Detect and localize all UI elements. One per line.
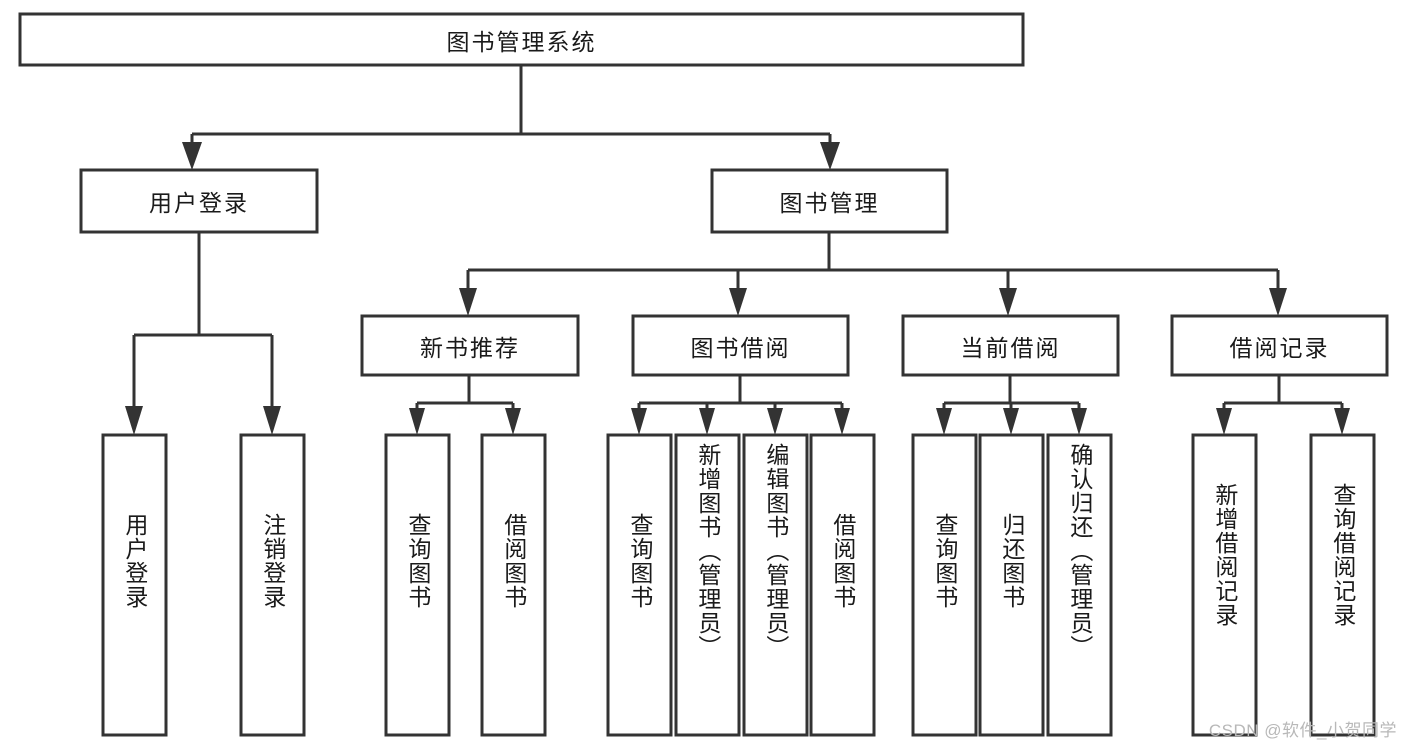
arrow-head-leaf-query-book-1 <box>409 408 425 435</box>
arrow-head-leaf-add-book <box>699 408 715 435</box>
node-box-leaf-query-book-2[interactable] <box>606 433 673 737</box>
connectors-layer <box>125 65 1350 435</box>
arrow-head-book-manage <box>820 142 840 170</box>
node-box-leaf-borrow-book-2[interactable] <box>809 433 876 737</box>
node-box-book-manage[interactable] <box>710 168 949 234</box>
node-box-leaf-edit-book[interactable] <box>742 433 809 737</box>
arrow-head-leaf-borrow-book-2 <box>834 408 850 435</box>
arrow-head-leaf-confirm-return <box>1071 408 1087 435</box>
node-box-leaf-add-record[interactable] <box>1191 433 1258 737</box>
node-box-borrow-record[interactable] <box>1170 314 1389 377</box>
node-box-book-borrow[interactable] <box>631 314 850 377</box>
node-box-leaf-borrow-book-1[interactable] <box>480 433 547 737</box>
node-box-root[interactable] <box>18 12 1025 67</box>
arrow-head-user-login <box>182 142 202 170</box>
node-box-leaf-logout-login[interactable] <box>239 433 306 737</box>
node-box-current-borrow[interactable] <box>901 314 1120 377</box>
node-box-leaf-query-book-1[interactable] <box>384 433 451 737</box>
node-box-leaf-return-book[interactable] <box>978 433 1045 737</box>
nodes-layer <box>18 12 1389 737</box>
node-box-leaf-add-book[interactable] <box>674 433 741 737</box>
arrow-head-leaf-query-book-2 <box>631 408 647 435</box>
arrow-head-leaf-logout-login <box>263 406 281 435</box>
arrow-head-leaf-query-record <box>1334 408 1350 435</box>
node-box-new-book-recommend[interactable] <box>360 314 580 377</box>
arrow-head-leaf-edit-book <box>767 408 783 435</box>
node-box-leaf-query-book-3[interactable] <box>911 433 978 737</box>
arrow-head-leaf-add-record <box>1216 408 1232 435</box>
node-box-leaf-user-login[interactable] <box>101 433 168 737</box>
node-box-user-login[interactable] <box>79 168 319 234</box>
arrow-head-book-borrow <box>729 288 747 316</box>
arrow-head-leaf-query-book-3 <box>936 408 952 435</box>
node-box-leaf-confirm-return[interactable] <box>1046 433 1113 737</box>
arrow-head-new-book-recommend <box>459 288 477 316</box>
arrow-head-current-borrow <box>999 288 1017 316</box>
arrow-head-leaf-user-login <box>125 406 143 435</box>
arrow-head-leaf-borrow-book-1 <box>505 408 521 435</box>
arrow-head-leaf-return-book <box>1003 408 1019 435</box>
node-box-leaf-query-record[interactable] <box>1309 433 1376 737</box>
arrow-head-borrow-record <box>1269 288 1287 316</box>
